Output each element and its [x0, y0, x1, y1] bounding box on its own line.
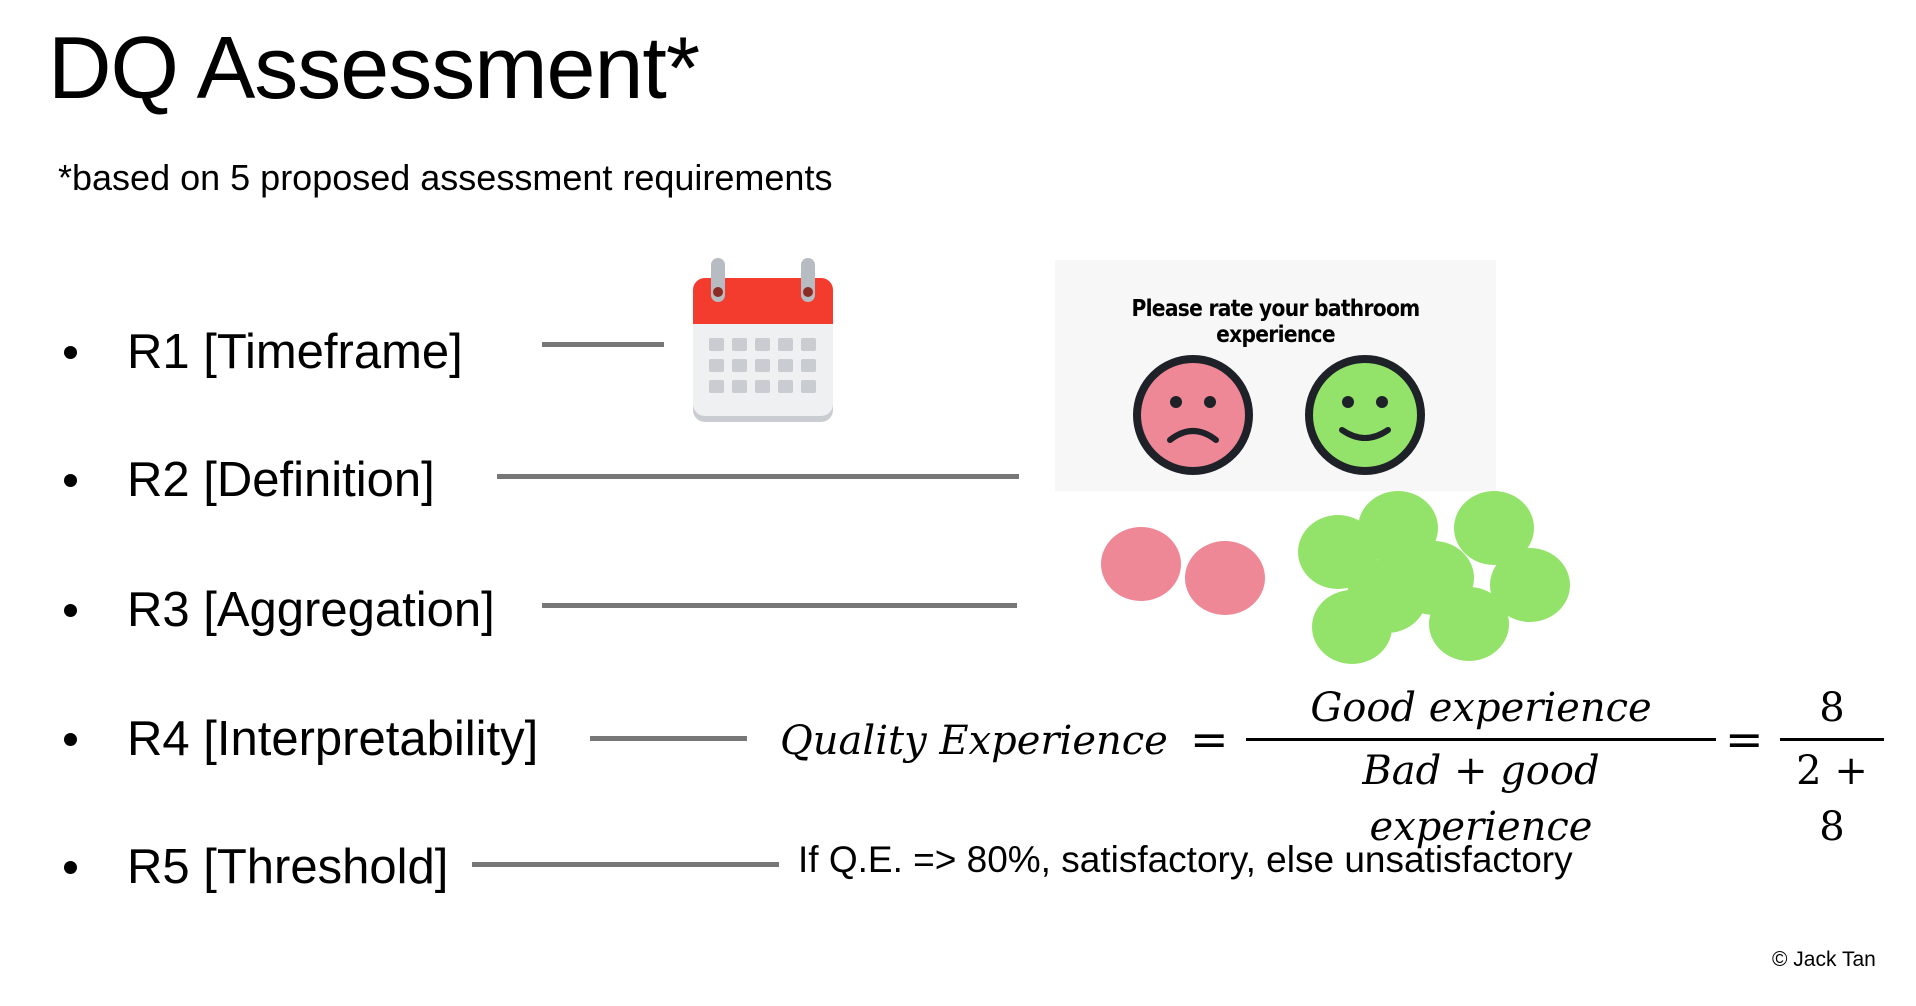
fraction-bar	[1780, 738, 1884, 741]
connector-line-r2	[497, 474, 1019, 479]
requirement-item-r5: R5 [Threshold]	[64, 843, 448, 892]
page-title: DQ Assessment*	[48, 18, 700, 117]
bullet-dot	[64, 346, 77, 359]
happy-face-icon	[1305, 355, 1425, 475]
bad-dot	[1185, 541, 1265, 615]
formula-result-fraction: 8 2 + 8	[1780, 680, 1884, 850]
copyright-notice: © Jack Tan	[1772, 948, 1876, 971]
requirement-item-r4: R4 [Interpretability]	[64, 715, 538, 764]
requirement-item-r2: R2 [Definition]	[64, 456, 435, 505]
page-subtitle: *based on 5 proposed assessment requirem…	[58, 157, 833, 198]
requirement-label: R4 [Interpretability]	[127, 712, 539, 766]
fraction-bar	[1246, 738, 1716, 741]
connector-line-r3	[542, 603, 1017, 608]
bullet-dot	[64, 861, 77, 874]
good-dot	[1298, 515, 1378, 589]
formula-lhs: Quality Experience	[780, 718, 1168, 764]
rating-card-title: Please rate your bathroom experience	[1131, 296, 1420, 348]
bullet-dot	[64, 474, 77, 487]
bullet-dot	[64, 733, 77, 746]
result-numerator: 8	[1819, 685, 1845, 731]
requirement-item-r1: R1 [Timeframe]	[64, 328, 463, 377]
result-denominator: 2 + 8	[1796, 748, 1868, 850]
good-dot	[1454, 491, 1534, 565]
bad-dots	[1101, 527, 1265, 615]
threshold-text: If Q.E. => 80%, satisfactory, else unsat…	[798, 839, 1573, 880]
rating-card: Please rate your bathroom experience	[1055, 260, 1496, 491]
good-dot	[1347, 559, 1427, 633]
aggregation-dots	[1101, 491, 1570, 664]
connector-line-r1	[542, 342, 664, 347]
formula-equals-2: =	[1725, 712, 1764, 766]
formula-numerator: Good experience	[1310, 685, 1652, 731]
formula-denominator: Bad + good experience	[1362, 748, 1600, 850]
sad-face-icon	[1133, 355, 1253, 475]
formula-equals: =	[1190, 712, 1229, 766]
formula-fraction: Good experience Bad + good experience	[1246, 680, 1716, 850]
good-dots	[1298, 491, 1570, 664]
connector-line-r4	[590, 736, 747, 741]
requirement-label: R1 [Timeframe]	[127, 325, 463, 379]
bad-dot	[1101, 527, 1181, 601]
requirement-label: R2 [Definition]	[127, 453, 435, 507]
bullet-dot	[64, 604, 77, 617]
requirement-item-r3: R3 [Aggregation]	[64, 586, 495, 635]
calendar-icon	[693, 258, 833, 422]
requirement-label: R3 [Aggregation]	[127, 583, 495, 637]
requirement-label: R5 [Threshold]	[127, 840, 449, 894]
connector-line-r5	[472, 862, 779, 867]
good-dot	[1490, 548, 1570, 622]
good-dot	[1429, 587, 1509, 661]
